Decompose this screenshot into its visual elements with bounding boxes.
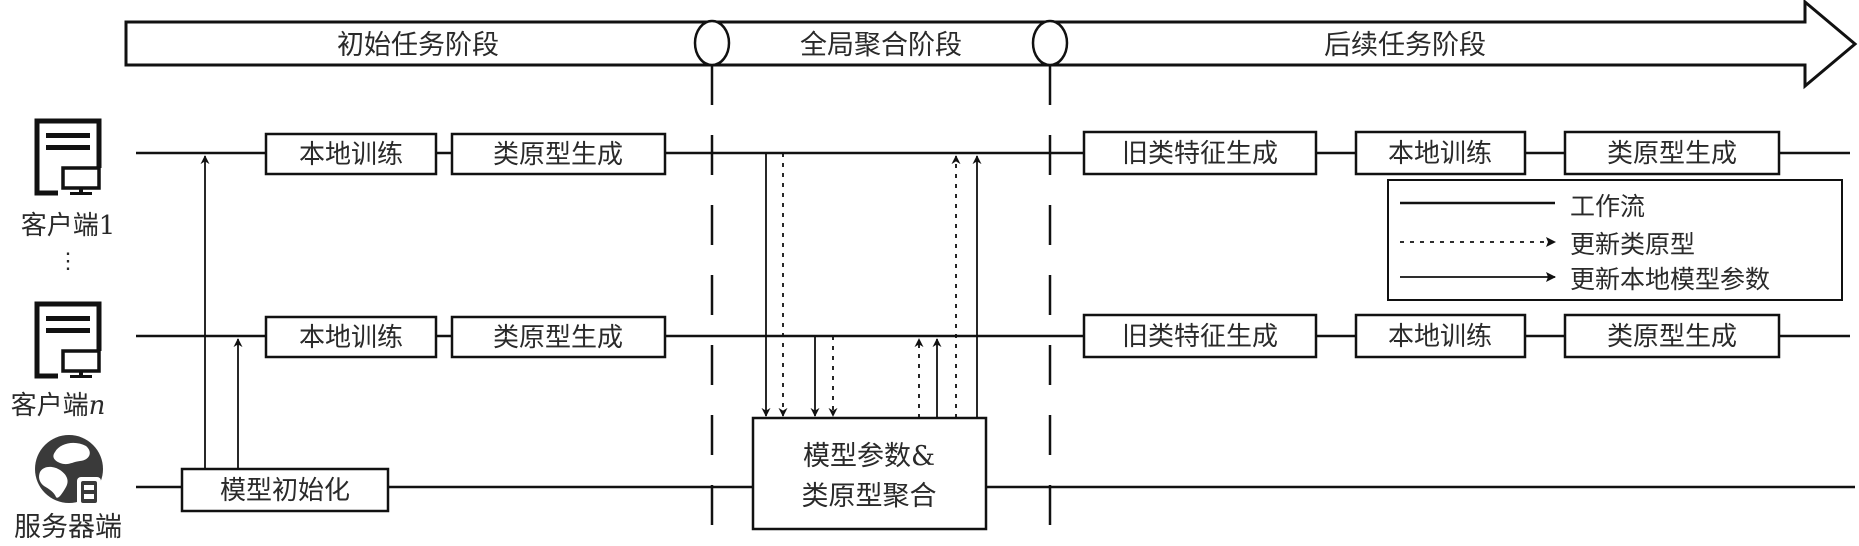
svg-text:本地训练: 本地训练	[1388, 139, 1492, 169]
clientn-local-train-box: 本地训练	[264, 315, 438, 359]
svg-text:类原型聚合: 类原型聚合	[802, 481, 937, 512]
legend-label-workflow: 工作流	[1570, 192, 1645, 221]
svg-text:本地训练: 本地训练	[299, 323, 403, 353]
clientn-proto-gen-box: 类原型生成	[450, 315, 667, 359]
svg-text:类原型生成: 类原型生成	[1607, 139, 1737, 169]
client-computer-icon	[34, 118, 102, 196]
svg-text:旧类特征生成: 旧类特征生成	[1122, 139, 1278, 169]
client1-proto-gen-box-2: 类原型生成	[1563, 130, 1781, 176]
svg-text:旧类特征生成: 旧类特征生成	[1122, 322, 1278, 352]
svg-text:类原型生成: 类原型生成	[1607, 322, 1737, 352]
phase-timeline-arrow	[124, 0, 1858, 90]
phase-label-subsequent: 后续任务阶段	[1324, 30, 1486, 61]
svg-text:本地训练: 本地训练	[1388, 322, 1492, 352]
phase-label-initial: 初始任务阶段	[337, 30, 499, 61]
client1-old-feature-gen-box: 旧类特征生成	[1082, 130, 1318, 176]
svg-text:模型初始化: 模型初始化	[220, 476, 350, 506]
svg-text:类原型生成: 类原型生成	[493, 140, 623, 170]
svg-text:模型参数&: 模型参数&	[803, 441, 935, 472]
server-label: 服务器端	[14, 512, 122, 543]
model-init-box: 模型初始化	[180, 467, 390, 513]
server-globe-icon	[35, 435, 103, 507]
clientn-local-train-box-2: 本地训练	[1354, 313, 1527, 359]
client1-proto-gen-box: 类原型生成	[450, 132, 667, 176]
phase-separator-2	[1031, 19, 1069, 528]
client-computer-icon	[34, 301, 102, 379]
clientn-proto-gen-box-2: 类原型生成	[1563, 313, 1781, 359]
svg-text:类原型生成: 类原型生成	[493, 323, 623, 353]
legend-label-update-proto: 更新类原型	[1570, 230, 1695, 259]
legend-label-update-params: 更新本地模型参数	[1570, 265, 1770, 294]
client1-local-train-box: 本地训练	[264, 132, 438, 176]
svg-text:本地训练: 本地训练	[299, 140, 403, 170]
client1-label: 客户端1	[21, 211, 116, 241]
legend: 工作流 更新类原型 更新本地模型参数	[1387, 179, 1843, 301]
phase-label-aggregation: 全局聚合阶段	[800, 30, 962, 61]
client-ellipsis: ⋮	[57, 249, 79, 274]
clientn-label: 客户端n	[11, 391, 106, 421]
clientn-old-feature-gen-box: 旧类特征生成	[1082, 313, 1318, 359]
aggregation-box: 模型参数& 类原型聚合	[751, 416, 988, 531]
client1-local-train-box-2: 本地训练	[1354, 130, 1527, 176]
phase-separator-1	[693, 19, 731, 528]
